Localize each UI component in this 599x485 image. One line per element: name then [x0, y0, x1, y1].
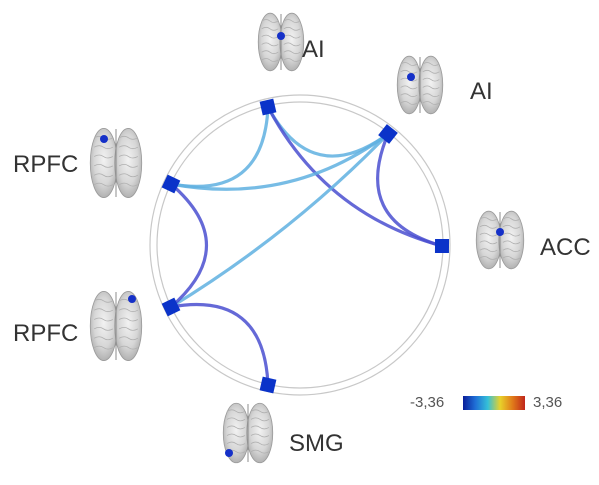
- node-label-rpfc-lower: RPFC: [13, 320, 79, 347]
- node-label-rpfc-upper: RPFC: [13, 151, 79, 178]
- edge-n1-n2: [266, 105, 390, 158]
- node-label-acc: ACC: [540, 234, 591, 261]
- region-marker: [407, 73, 415, 81]
- region-marker: [128, 295, 136, 303]
- brain-axial-icon: [257, 12, 305, 72]
- edge-n2-n6: [169, 132, 390, 309]
- brain-layer: [89, 12, 525, 464]
- node-layer: [161, 98, 450, 394]
- edge-n6-n4: [169, 302, 270, 387]
- region-marker: [100, 135, 108, 143]
- edge-n5-n6: [169, 182, 208, 309]
- region-marker: [496, 228, 504, 236]
- colorbar: [463, 396, 525, 410]
- brain-axial-icon: [89, 291, 143, 361]
- node-n2: [378, 124, 398, 144]
- node-n5: [161, 174, 181, 194]
- node-n1: [259, 98, 277, 116]
- brain-axial-icon: [222, 402, 274, 464]
- region-marker: [225, 449, 233, 457]
- node-n6: [161, 297, 181, 317]
- colorbar-min-label: -3,36: [410, 394, 445, 411]
- brain-axial-icon: [89, 128, 143, 198]
- brain-axial-icon: [475, 210, 525, 270]
- region-marker: [277, 32, 285, 40]
- edge-n1-n3: [266, 105, 444, 248]
- node-label-ai-top: AI: [302, 36, 325, 63]
- edge-layer: [169, 105, 444, 387]
- node-label-ai-right: AI: [470, 78, 493, 105]
- colorbar-max-label: 3,36: [533, 394, 563, 411]
- ring-outer: [149, 94, 451, 396]
- node-n3: [434, 238, 450, 254]
- outer-ring: [149, 94, 451, 396]
- edge-n2-n3: [376, 132, 444, 248]
- brain-axial-icon: [396, 55, 444, 115]
- edge-n2-n5: [169, 132, 390, 191]
- node-n4: [259, 376, 277, 394]
- node-label-smg: SMG: [289, 430, 344, 457]
